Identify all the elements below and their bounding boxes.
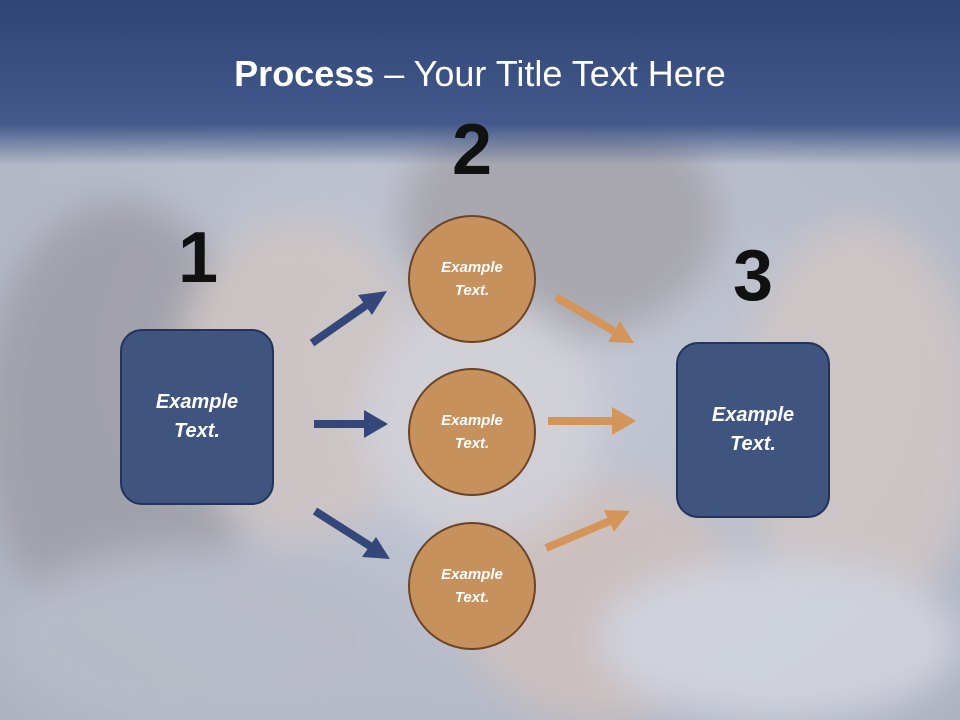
arrow-2-to-3-bottom (544, 510, 630, 552)
step-1-label: Example Text. (155, 391, 239, 442)
step-3-box: Example Text. (676, 342, 830, 518)
arrow-1-to-2-middle (314, 410, 388, 438)
arrow-2-to-3-middle (548, 407, 636, 435)
step-2-number: 2 (451, 110, 493, 190)
slide-title: Process – Your Title Text Here (0, 52, 960, 96)
arrow-2-to-3-top (553, 293, 634, 343)
arrow-1-to-2-top (309, 291, 387, 347)
step-1-box: Example Text. (120, 329, 274, 505)
step-3-label: Example Text. (711, 404, 795, 455)
step-3-number: 3 (732, 236, 774, 316)
step-2-circle-2: Example Text. (408, 368, 536, 496)
step-2-circle-3: Example Text. (408, 522, 536, 650)
step-2-circle-2-label: Example Text. (441, 412, 503, 452)
arrow-1-to-2-bottom (312, 507, 390, 559)
step-2-circle-3-label: Example Text. (441, 566, 503, 606)
step-1-number: 1 (177, 218, 219, 298)
title-rest: – Your Title Text Here (374, 53, 726, 94)
step-2-circle-1-label: Example Text. (441, 259, 503, 299)
title-bold: Process (234, 53, 375, 94)
step-2-circle-1: Example Text. (408, 215, 536, 343)
